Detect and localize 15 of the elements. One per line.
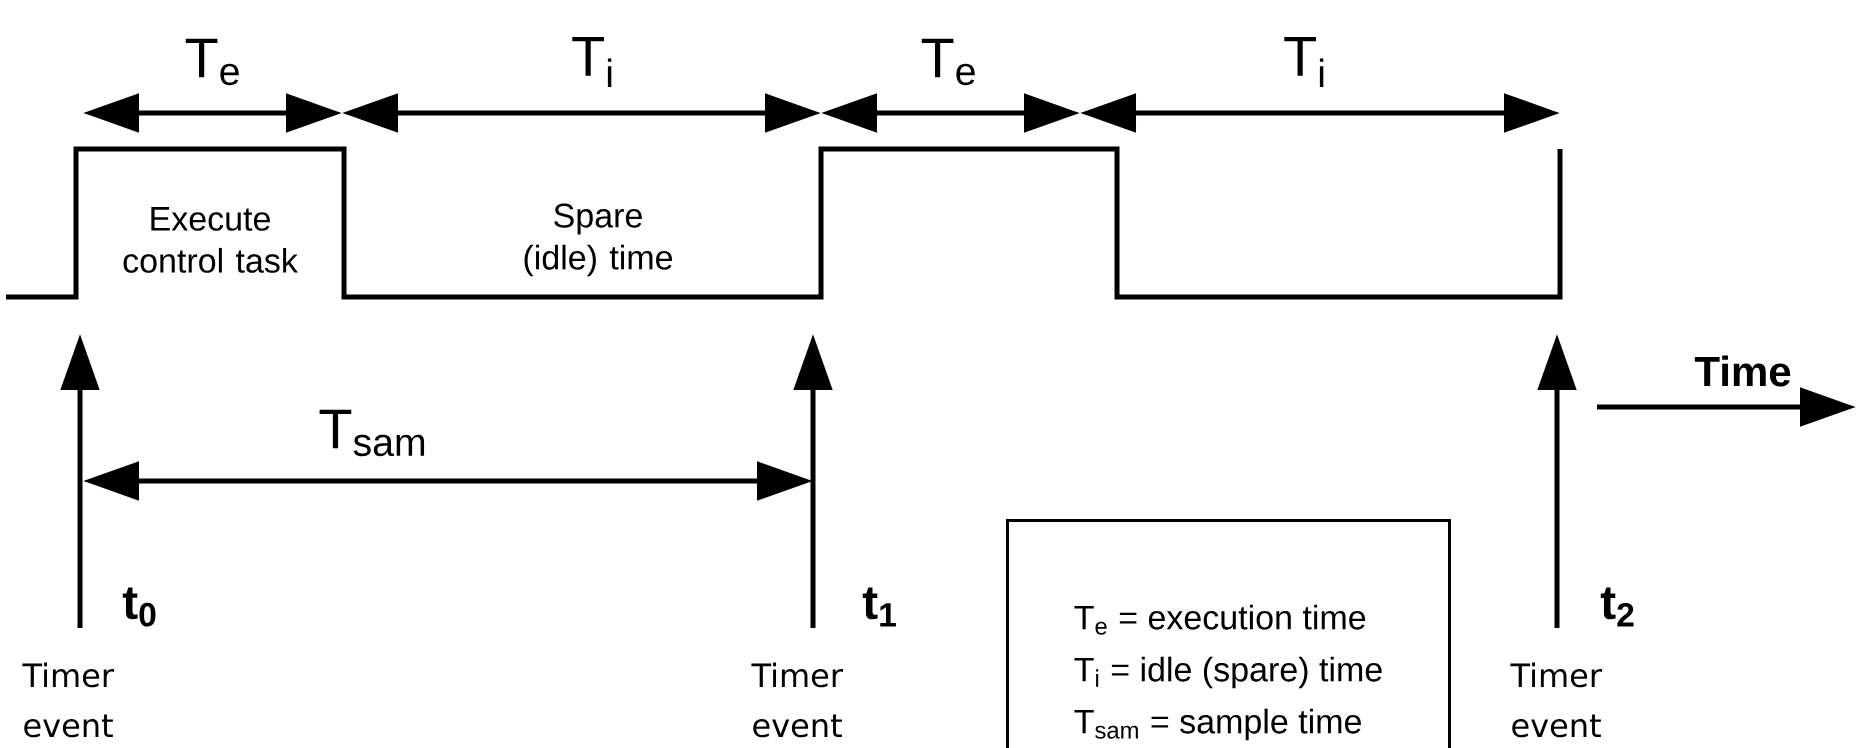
phase-label: Execute control task (123, 207, 298, 273)
duration-label: T$_{sam}$ (319, 409, 425, 457)
definition-box: T$_{e}$ = execution time T$_{i}$ = idle (spare) time T$_{sam}$ = sample time (1006, 519, 1451, 748)
duration-label: T$_{e}$ (921, 38, 975, 86)
phase-label: Spare (idle) time (524, 203, 673, 277)
time-point-label: t$_{0}$ (122, 587, 156, 627)
event-label: Timer event (1510, 662, 1602, 738)
axis-label: Time (1694, 355, 1791, 387)
event-label: Timer event (22, 662, 114, 738)
duration-label: T$_{e}$ (185, 38, 239, 86)
duration-label: T$_{i}$ (572, 37, 612, 87)
time-point-label: t$_{1}$ (862, 587, 896, 627)
event-label: Timer event (751, 662, 843, 738)
time-point-label: t$_{2}$ (1600, 587, 1634, 627)
duration-label: T$_{i}$ (1284, 37, 1324, 87)
